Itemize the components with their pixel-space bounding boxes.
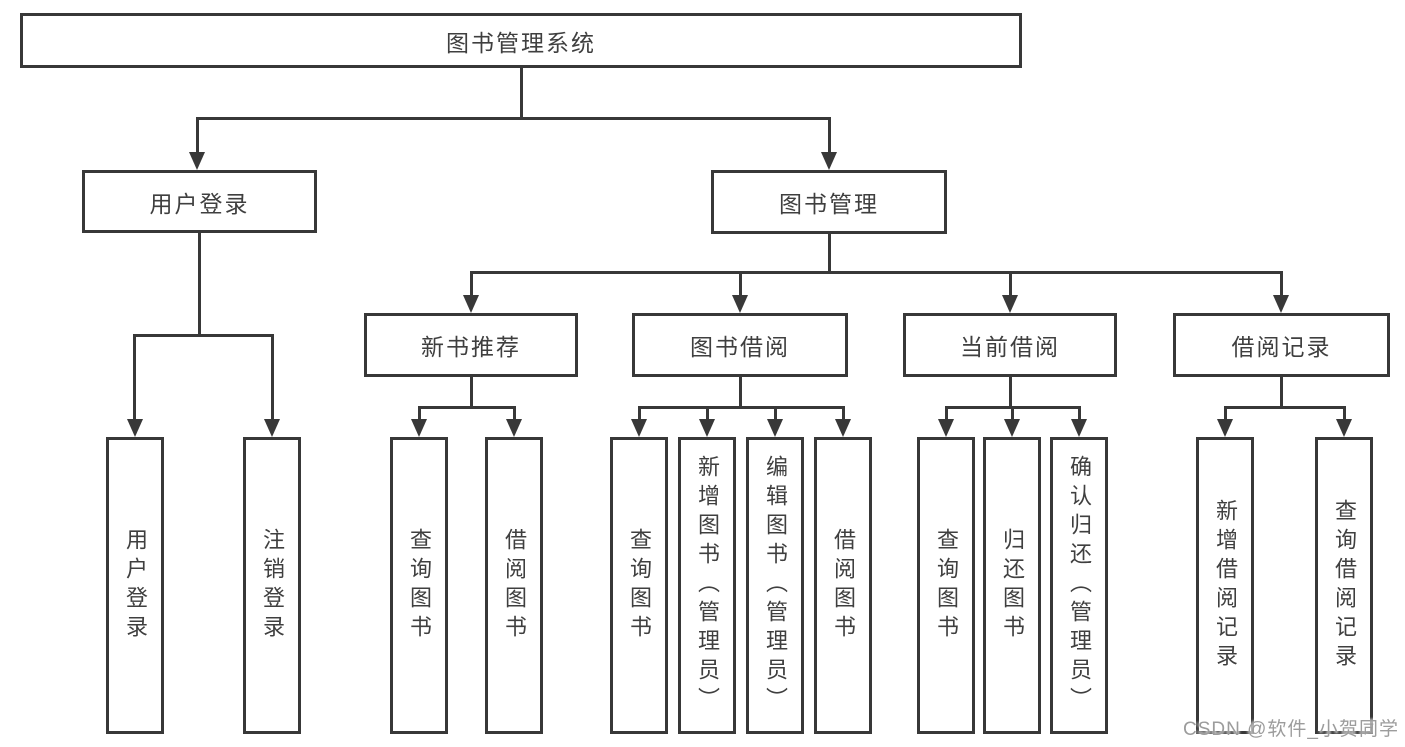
leaf-borrowing-query-book: 查询图书 <box>610 437 668 734</box>
node-current-borrowing: 当前借阅 <box>903 313 1117 377</box>
connector-line <box>470 271 473 297</box>
node-book-management-label: 图书管理 <box>779 191 879 217</box>
connector-line <box>513 406 516 421</box>
arrow-down-icon <box>1002 295 1018 313</box>
node-new-book-recommend: 新书推荐 <box>364 313 578 377</box>
connector-line <box>739 377 742 408</box>
connector-line <box>470 377 473 408</box>
connector-line <box>1011 406 1014 421</box>
node-borrow-records: 借阅记录 <box>1173 313 1390 377</box>
arrow-down-icon <box>767 419 783 437</box>
leaf-borrow-book: 借阅图书 <box>814 437 872 734</box>
node-book-borrowing-label: 图书借阅 <box>690 334 790 360</box>
leaf-edit-book-admin-label: 编辑图书（管理员） <box>763 455 788 716</box>
arrow-down-icon <box>1273 295 1289 313</box>
leaf-query-borrow-record: 查询借阅记录 <box>1315 437 1373 734</box>
leaf-recommend-query-book: 查询图书 <box>390 437 448 734</box>
arrow-down-icon <box>1071 419 1087 437</box>
arrow-down-icon <box>1004 419 1020 437</box>
arrow-down-icon <box>463 295 479 313</box>
connector-line <box>196 117 199 155</box>
connector-line <box>1078 406 1081 421</box>
arrow-down-icon <box>732 295 748 313</box>
connector-line <box>638 406 845 409</box>
arrow-down-icon <box>1336 419 1352 437</box>
node-new-book-recommend-label: 新书推荐 <box>421 334 521 360</box>
arrow-down-icon <box>821 152 837 170</box>
watermark: CSDN @软件_小贺同学 <box>1183 719 1399 740</box>
node-book-borrowing: 图书借阅 <box>632 313 848 377</box>
arrow-down-icon <box>506 419 522 437</box>
connector-line <box>197 117 829 120</box>
node-library-system: 图书管理系统 <box>20 13 1022 68</box>
leaf-add-borrow-record-label: 新增借阅记录 <box>1213 498 1238 673</box>
connector-line <box>418 406 516 409</box>
leaf-current-query-book: 查询图书 <box>917 437 975 734</box>
node-user-login-label: 用户登录 <box>149 190 250 217</box>
connector-line <box>828 234 831 274</box>
arrow-down-icon <box>1217 419 1233 437</box>
leaf-confirm-return-admin-label: 确认归还（管理员） <box>1067 455 1092 716</box>
connector-line <box>1280 377 1283 408</box>
arrow-down-icon <box>127 419 143 437</box>
connector-line <box>418 406 421 421</box>
node-user-login: 用户登录 <box>82 170 317 233</box>
leaf-user-login-label: 用户登录 <box>123 527 148 644</box>
arrow-down-icon <box>189 152 205 170</box>
connector-line <box>1224 406 1346 409</box>
connector-line <box>1224 406 1227 421</box>
connector-line <box>1009 377 1012 408</box>
leaf-borrowing-query-book-label: 查询图书 <box>627 527 652 644</box>
connector-line <box>638 406 641 421</box>
node-borrow-records-label: 借阅记录 <box>1231 334 1332 360</box>
leaf-logout: 注销登录 <box>243 437 301 734</box>
connector-line <box>945 406 948 421</box>
leaf-recommend-borrow-book-label: 借阅图书 <box>502 527 527 644</box>
connector-line <box>1343 406 1346 421</box>
leaf-current-query-book-label: 查询图书 <box>934 527 959 644</box>
arrow-down-icon <box>835 419 851 437</box>
leaf-logout-label: 注销登录 <box>260 527 285 644</box>
leaf-query-borrow-record-label: 查询借阅记录 <box>1332 498 1357 673</box>
connector-line <box>774 406 777 421</box>
leaf-return-book: 归还图书 <box>983 437 1041 734</box>
connector-line <box>470 271 1282 274</box>
leaf-recommend-borrow-book: 借阅图书 <box>485 437 543 734</box>
arrow-down-icon <box>264 419 280 437</box>
connector-line <box>520 68 523 118</box>
leaf-add-book-admin: 新增图书（管理员） <box>678 437 736 734</box>
connector-line <box>133 334 136 422</box>
arrow-down-icon <box>699 419 715 437</box>
connector-line <box>739 271 742 297</box>
connector-line <box>842 406 845 421</box>
leaf-add-borrow-record: 新增借阅记录 <box>1196 437 1254 734</box>
leaf-add-book-admin-label: 新增图书（管理员） <box>695 455 720 716</box>
connector-line <box>271 334 274 422</box>
connector-line <box>706 406 709 421</box>
connector-line <box>1009 271 1012 297</box>
node-current-borrowing-label: 当前借阅 <box>960 334 1060 360</box>
leaf-confirm-return-admin: 确认归还（管理员） <box>1050 437 1108 734</box>
arrow-down-icon <box>938 419 954 437</box>
connector-line <box>828 117 831 155</box>
leaf-recommend-query-book-label: 查询图书 <box>407 527 432 644</box>
leaf-borrow-book-label: 借阅图书 <box>831 527 856 644</box>
leaf-user-login: 用户登录 <box>106 437 164 734</box>
arrow-down-icon <box>411 419 427 437</box>
connector-line <box>1280 271 1283 297</box>
connector-line <box>198 233 201 336</box>
leaf-edit-book-admin: 编辑图书（管理员） <box>746 437 804 734</box>
node-library-system-label: 图书管理系统 <box>446 29 596 56</box>
node-book-management: 图书管理 <box>711 170 947 234</box>
leaf-return-book-label: 归还图书 <box>1000 527 1025 644</box>
arrow-down-icon <box>631 419 647 437</box>
connector-line <box>133 334 274 337</box>
